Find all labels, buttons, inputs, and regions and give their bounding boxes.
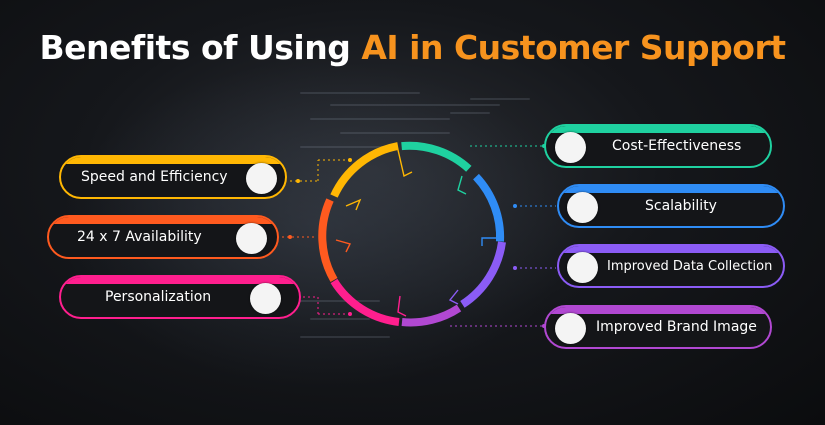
benefit-label: Improved Brand Image [596,319,757,335]
ring-segment-speed [330,142,399,198]
accent-bar [559,246,783,253]
benefit-data-collection: Improved Data Collection [557,244,785,288]
benefit-brand-image: Improved Brand Image [544,305,772,349]
ring-segment-availability [318,198,338,282]
circle-marker-icon [236,223,267,254]
circle-marker-icon [567,192,598,223]
ring-segment-scalability [473,173,505,242]
benefit-personalization: Personalization [59,275,301,319]
benefit-availability: 24 x 7 Availability [47,215,279,259]
accent-bar [61,277,299,284]
circle-marker-icon [246,163,277,194]
ring-segment-cost [401,141,472,172]
benefit-label: Scalability [645,198,717,214]
accent-bar [49,217,277,224]
benefit-label: Personalization [105,289,212,305]
benefit-scalability: Scalability [557,184,785,228]
ring-segment-data [460,241,506,308]
circle-marker-icon [567,252,598,283]
circle-marker-icon [250,283,281,314]
benefit-label: Improved Data Collection [607,258,773,274]
ring-segment-brand [401,304,462,327]
accent-bar [61,157,285,164]
accent-bar [546,307,770,314]
ring-segment-personalization [330,278,400,326]
title-highlight: AI in Customer Support [361,28,786,67]
benefit-label: Cost-Effectiveness [612,138,742,154]
benefit-label: 24 x 7 Availability [77,229,202,245]
page-title: Benefits of Using AI in Customer Support [0,28,825,67]
accent-bar [559,186,783,193]
benefit-label: Speed and Efficiency [81,169,228,185]
benefit-cost-effectiveness: Cost-Effectiveness [544,124,772,168]
circle-marker-icon [555,313,586,344]
benefit-speed-efficiency: Speed and Efficiency [59,155,287,199]
circle-marker-icon [555,132,586,163]
accent-bar [546,126,770,133]
title-prefix: Benefits of Using [39,28,362,67]
